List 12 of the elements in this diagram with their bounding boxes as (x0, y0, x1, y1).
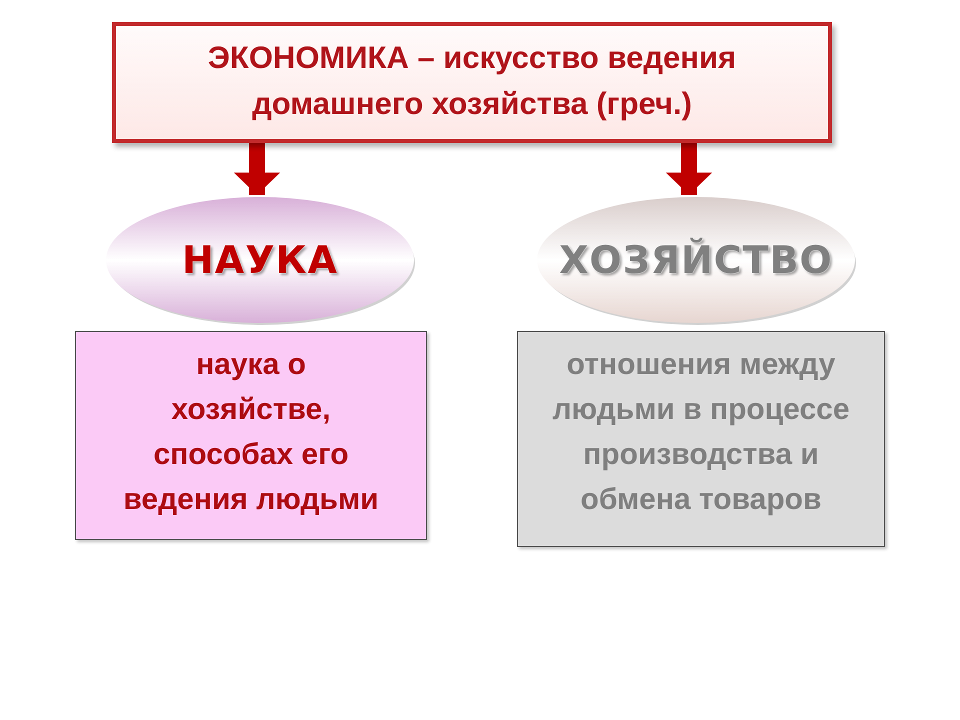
description-box (75, 331, 427, 540)
oval-heading: НАУКА (182, 238, 338, 282)
oval-node (104, 195, 416, 325)
definition-text: ЭКОНОМИКА – искусство ведения домашнего хозяйства (греч.) (206, 38, 738, 122)
definition-banner (112, 22, 832, 143)
description-box (517, 331, 885, 547)
down-arrow (234, 143, 280, 195)
oval-heading: ХОЗЯЙСТВО (559, 238, 833, 282)
down-arrow (666, 143, 712, 195)
description-text: наука о хозяйстве, способах его ведения людьми (122, 347, 380, 518)
oval-node (535, 195, 857, 325)
description-text: отношения между людьми в процессе производства и обмена товаров (551, 347, 851, 518)
